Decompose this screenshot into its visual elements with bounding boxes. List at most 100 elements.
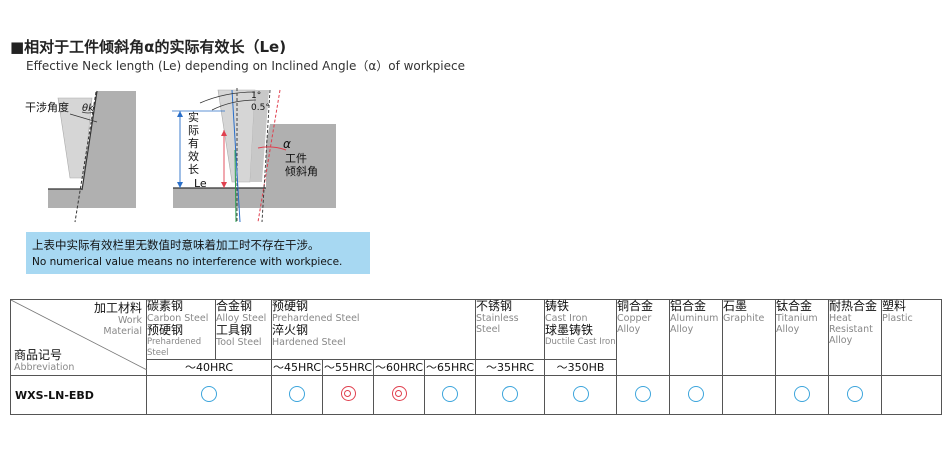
suitable-circle-icon xyxy=(635,385,651,402)
group-zh: 不锈钢 xyxy=(476,299,513,313)
group-en: Carbon Steel xyxy=(147,313,209,324)
group-en: Prehardened Steel xyxy=(272,313,360,324)
abbr-zh: 商品记号 xyxy=(14,348,63,362)
note-en: No numerical value means no interference… xyxy=(32,256,343,268)
group-zh: 石墨 xyxy=(723,299,748,313)
group-titanium-alloy: 钛合金 Titanium Alloy xyxy=(775,299,829,376)
suitable-circle-icon xyxy=(201,385,217,402)
group-carbon-steel: 碳素钢 Carbon Steel 预硬钢 Prehardened Steel xyxy=(146,299,216,360)
group-zh2: 球墨铸铁 xyxy=(545,323,594,337)
group-prehardened-steel: 预硬钢 Prehardened Steel 淬火钢 Hardened Steel xyxy=(271,299,476,360)
range-45hrc: ～45HRC xyxy=(271,359,323,376)
blue-line xyxy=(231,89,241,223)
group-en: Cast Iron xyxy=(545,313,588,324)
group-graphite: 石墨 Graphite xyxy=(722,299,776,376)
group-copper-alloy: 铜合金 Copper Alloy xyxy=(616,299,670,376)
group-en: Alloy Steel xyxy=(216,313,267,324)
mark-cell xyxy=(322,375,374,415)
group-en2: Tool Steel xyxy=(216,337,262,348)
left-workpiece xyxy=(48,91,136,208)
range-350hb: ～350HB xyxy=(544,359,617,376)
black-line xyxy=(261,89,271,223)
mark-cell xyxy=(722,375,776,415)
group-en2: Hardened Steel xyxy=(272,337,346,348)
le-char-5: 长 xyxy=(188,163,199,176)
mark-cell xyxy=(828,375,882,415)
le-label: Le xyxy=(194,177,207,190)
mark-cell xyxy=(146,375,272,415)
optimal-double-circle-icon xyxy=(391,386,407,401)
range-60hrc: ～60HRC xyxy=(373,359,425,376)
le-char-2: 际 xyxy=(188,124,199,137)
product-name: WXS-LN-EBD xyxy=(10,375,147,415)
angle-arc-1 xyxy=(199,91,256,104)
group-zh2: 淬火钢 xyxy=(272,323,309,337)
corner-cell: 加工材料 Work Material 商品记号 Abbreviation xyxy=(10,299,147,376)
title-en: Effective Neck length (Le) depending on … xyxy=(26,59,465,73)
mark-cell xyxy=(669,375,723,415)
suitable-circle-icon xyxy=(502,385,518,402)
le-arrow-head-top xyxy=(177,111,183,117)
group-cast-iron: 铸铁 Cast Iron 球墨铸铁 Ductile Cast Iron xyxy=(544,299,617,360)
suitable-circle-icon xyxy=(289,385,305,402)
group-zh: 耐热合金 xyxy=(829,299,878,313)
group-zh: 钛合金 xyxy=(776,299,813,313)
group-en: Aluminum Alloy xyxy=(670,313,719,335)
work-en: Work xyxy=(117,315,142,326)
mark-cell xyxy=(373,375,425,415)
title-zh: ■相对于工件倾斜角α的实际有效长（Le) xyxy=(10,38,287,56)
green-line xyxy=(234,149,237,223)
note-box: 上表中实际有效栏里无数值时意味着加工时不存在干涉。 No numerical v… xyxy=(26,232,370,274)
range-55hrc: ～55HRC xyxy=(322,359,374,376)
corner-diagonal xyxy=(11,300,147,370)
abbr-en: Abbreviation xyxy=(14,362,75,373)
workpiece-label: 工件 xyxy=(285,152,307,165)
mark-cell xyxy=(475,375,545,415)
material-en: Material xyxy=(103,326,142,337)
range-40hrc: ～40HRC xyxy=(146,359,272,376)
group-alloy-steel: 合金钢 Alloy Steel 工具钢 Tool Steel xyxy=(215,299,272,360)
alpha-arc xyxy=(257,146,287,151)
group-zh: 预硬钢 xyxy=(272,299,309,313)
mark-cell xyxy=(775,375,829,415)
inclination-diagram: 干涉角度 θk 1° 0.5° 实 际 有 效 长 Le α 工件 倾斜角 xyxy=(25,88,336,223)
right-tool-shade xyxy=(250,90,269,182)
left-wall-line xyxy=(81,90,98,191)
product-row: WXS-LN-EBD xyxy=(10,375,942,415)
group-zh: 铸铁 xyxy=(545,299,570,313)
left-dash-line xyxy=(74,91,97,223)
mark-cell xyxy=(544,375,617,415)
interference-angle-label: 干涉角度 xyxy=(25,100,69,114)
right-workpiece-left xyxy=(173,188,266,208)
red-arrow-head-bottom xyxy=(221,182,227,188)
suitable-circle-icon xyxy=(442,385,458,402)
group-zh: 合金钢 xyxy=(216,299,253,313)
alpha-label: α xyxy=(283,137,291,151)
suitable-circle-icon xyxy=(572,385,589,402)
group-aluminum-alloy: 铝合金 Aluminum Alloy xyxy=(669,299,723,376)
group-en: Heat Resistant Alloy xyxy=(829,313,873,346)
angle-arc-2 xyxy=(211,99,257,111)
group-zh: 铜合金 xyxy=(617,299,654,313)
group-en: Plastic xyxy=(882,313,913,324)
theta-arc xyxy=(81,111,95,114)
group-en2: Prehardened Steel xyxy=(147,337,202,358)
mark-cell xyxy=(881,375,942,415)
group-zh: 铝合金 xyxy=(670,299,707,313)
group-zh2: 工具钢 xyxy=(216,323,253,337)
suitable-circle-icon xyxy=(688,385,704,402)
right-workpiece-right xyxy=(266,124,336,208)
note-zh: 上表中实际有效栏里无数值时意味着加工时不存在干涉。 xyxy=(32,238,320,252)
work-material-label: 加工材料 Work Material xyxy=(94,302,142,338)
range-65hrc: ～65HRC xyxy=(424,359,476,376)
group-zh: 碳素钢 xyxy=(147,299,184,313)
red-arrow-head-top xyxy=(221,130,227,136)
group-plastic: 塑料 Plastic xyxy=(881,299,942,376)
theta-label: θk xyxy=(82,103,95,114)
group-en2: Ductile Cast Iron xyxy=(545,337,616,347)
group-zh: 塑料 xyxy=(882,299,907,313)
incline-label: 倾斜角 xyxy=(285,165,318,178)
red-line xyxy=(257,89,281,223)
le-char-3: 有 xyxy=(188,136,199,150)
group-zh2: 预硬钢 xyxy=(147,323,184,337)
